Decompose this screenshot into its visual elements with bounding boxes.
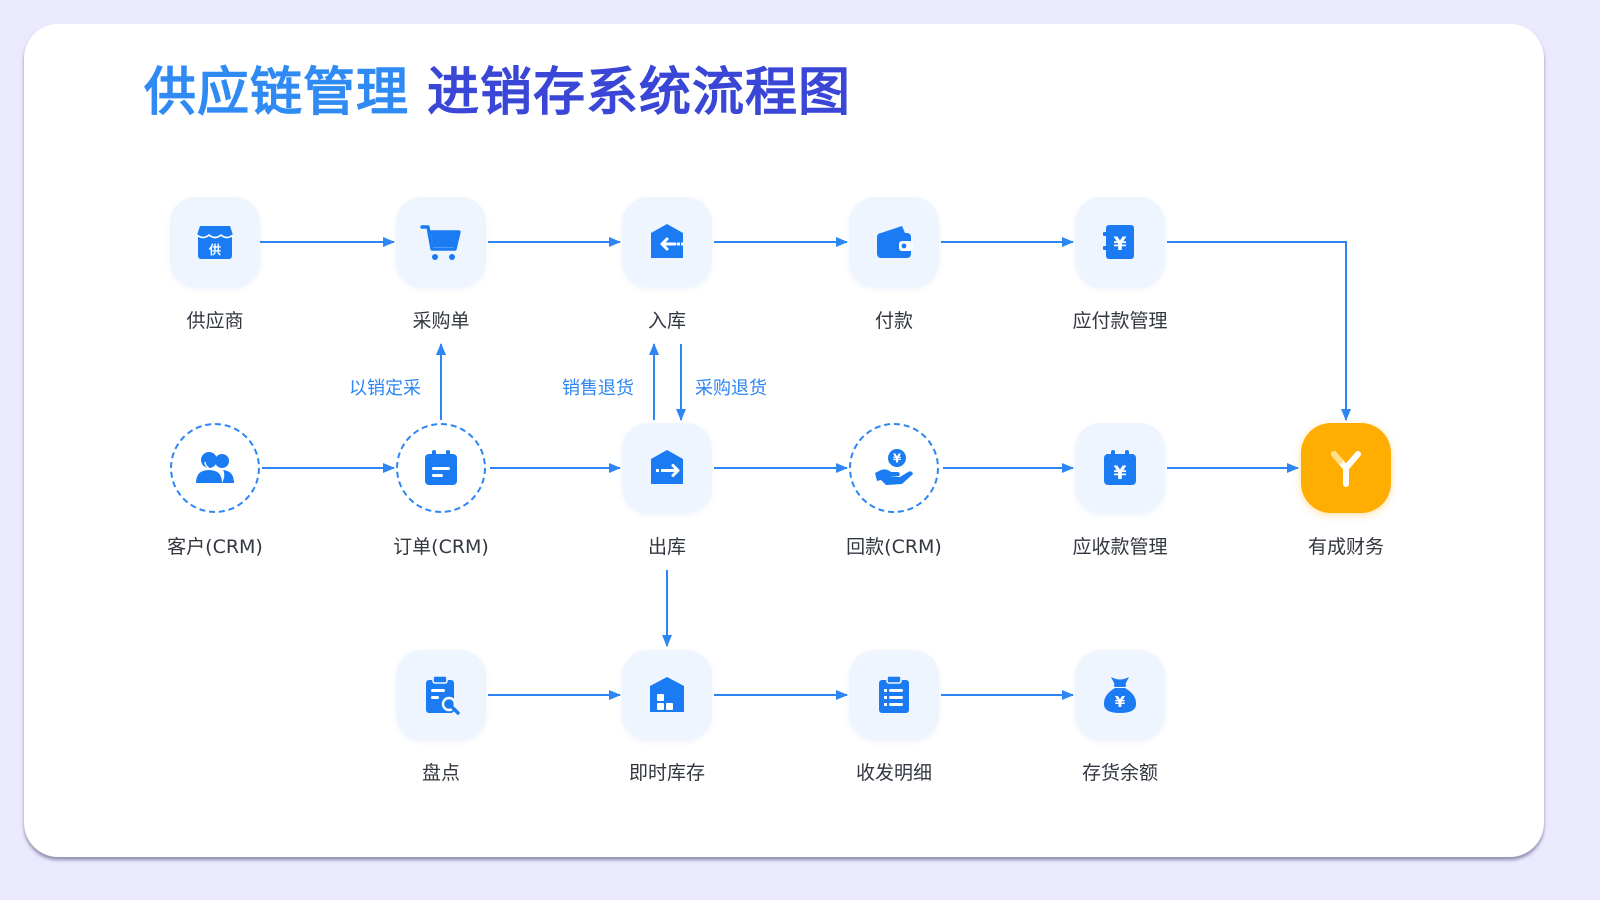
clipboard-search-icon: [426, 675, 460, 715]
flow-label-purchase-by-sales: 以销定采: [349, 378, 421, 399]
svg-text:¥: ¥: [1113, 233, 1126, 255]
label-payables: 应付款管理: [1072, 310, 1168, 332]
label-customer: 客户(CRM): [167, 536, 263, 558]
page-title: 供应链管理进销存系统流程图: [144, 58, 851, 128]
title-part-2: 进销存系统流程图: [427, 63, 852, 123]
node-finance[interactable]: [1301, 423, 1391, 513]
box-in-icon: [651, 224, 683, 258]
node-realtime-stock[interactable]: [622, 650, 712, 740]
label-sales-order: 订单(CRM): [393, 536, 489, 558]
node-inbound[interactable]: [622, 197, 712, 287]
node-supplier[interactable]: 供: [170, 197, 260, 287]
calendar-doc-icon: [425, 450, 457, 485]
svg-text:¥: ¥: [1113, 462, 1126, 484]
node-outbound[interactable]: [622, 423, 712, 513]
label-supplier: 供应商: [186, 310, 244, 332]
label-outbound: 出库: [647, 536, 686, 558]
label-stocktake: 盘点: [421, 762, 460, 784]
diagram-card: [24, 24, 1544, 857]
label-finance: 有成财务: [1307, 536, 1384, 558]
node-stocktake[interactable]: [396, 650, 486, 740]
label-realtime-stock: 即时库存: [628, 762, 705, 784]
node-purchase-order[interactable]: [396, 197, 486, 287]
yuan-receipt-icon: ¥: [1103, 225, 1134, 259]
node-payables[interactable]: ¥: [1075, 197, 1165, 287]
node-customer[interactable]: [170, 423, 260, 513]
label-payment: 付款: [874, 310, 913, 332]
label-collection: 回款(CRM): [846, 536, 942, 558]
label-stock-balance: 存货余额: [1081, 762, 1158, 784]
money-bag-icon: ¥: [1103, 677, 1137, 713]
box-out-icon: [651, 450, 683, 484]
node-stock-balance[interactable]: ¥: [1075, 650, 1165, 740]
yuan-calendar-icon: ¥: [1104, 450, 1136, 485]
flow-label-sales-return: 销售退货: [562, 378, 634, 399]
label-io-detail: 收发明细: [855, 762, 932, 784]
cart-icon: [420, 225, 461, 260]
node-payment[interactable]: [849, 197, 939, 287]
node-collection[interactable]: ¥: [849, 423, 939, 513]
users-icon: [196, 452, 234, 483]
wallet-icon: [877, 226, 913, 258]
title-part-1: 供应链管理: [144, 63, 410, 123]
label-inbound: 入库: [647, 310, 686, 332]
brand-y-icon: [1331, 451, 1361, 487]
node-receivables[interactable]: ¥: [1075, 423, 1165, 513]
hand-coin-icon: ¥: [875, 449, 913, 485]
svg-text:¥: ¥: [893, 452, 902, 466]
flow-label-purchase-return: 采购退货: [695, 378, 767, 399]
node-io-detail[interactable]: [849, 650, 939, 740]
svg-text:¥: ¥: [1115, 693, 1126, 711]
node-sales-order[interactable]: [396, 423, 486, 513]
warehouse-icon: [650, 677, 684, 712]
label-purchase-order: 采购单: [412, 310, 470, 332]
svg-text:供: 供: [208, 242, 221, 257]
label-receivables: 应收款管理: [1072, 536, 1168, 558]
list-clipboard-icon: [879, 675, 909, 713]
arrow-payables-finance: [1167, 241, 1351, 421]
store-icon: 供: [196, 226, 234, 259]
